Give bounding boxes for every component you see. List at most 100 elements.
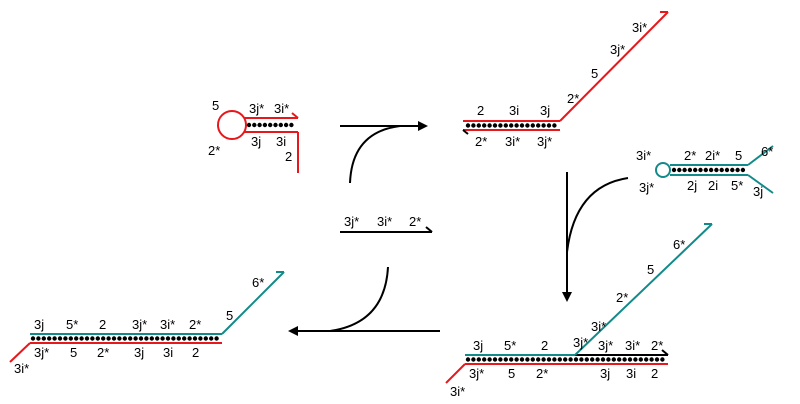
base-pair-dot [509,123,514,128]
complex-br-arm-3: 5 [647,262,654,277]
hairpin-h2: 3i* 3j* 2* 2i* 5 2j 2i 5* 6* 3j [636,144,774,199]
complex-br-bottom-2: 5 [508,366,515,381]
base-pair-dot [708,167,714,173]
complex-br-bottom-6: 2 [651,366,658,381]
base-pair-dot [536,357,541,362]
base-pair-dot [617,357,622,362]
base-pair-dot [514,123,519,128]
hairpin-h2-top-2: 2i* [705,148,720,163]
complex-br-bottom-5: 3i [626,366,636,381]
base-pair-dot [579,357,584,362]
opened-h1-arm-3: 3j* [610,42,625,57]
base-pair-dot [41,336,46,341]
base-pair-dot [198,336,203,341]
opened-h1-bottom-2: 3i* [505,134,520,149]
complex-br-black-arrow [661,349,669,356]
base-pair-dot [95,336,101,341]
base-pair-dot [600,357,606,362]
base-pair-dot [530,123,535,128]
hairpin-h2-bottom-2: 2i [708,178,718,193]
complex-bl: 3j 5* 2 3j* 3i* 2* 5 3j* 5 2* 3j 3i 2 3i… [9,271,285,376]
base-pair-dot [649,357,654,362]
base-pair-dot [735,167,740,173]
base-pair-dot [171,336,176,341]
base-pair-dot [476,357,481,362]
hairpin-h2-tail-bottom [747,174,774,194]
opened-h1-bottom-1: 2* [475,134,487,149]
complex-bl-bottom-5: 3i [163,345,173,360]
base-pair-dot [519,357,525,362]
complex-bl-top-3: 2 [99,317,106,332]
complex-br-bonds [465,357,665,362]
base-pair-dot [525,357,530,362]
complex-bl-bonds [30,336,219,341]
base-pair-dot [595,357,600,362]
hairpin-h1-bottom-1: 3j [251,134,261,149]
base-pair-dot [606,357,611,362]
hairpin-h2-loop [655,162,671,178]
base-pair-dot [714,167,719,173]
opened-h1-arm-4: 3i* [632,20,647,35]
base-pair-dot [492,123,498,128]
complex-bl-top-7: 5 [226,308,233,323]
complex-bl-top-1: 3j [34,317,44,332]
base-pair-dot [122,336,128,341]
complex-bl-top-5: 3i* [160,317,175,332]
base-pair-dot [546,123,552,128]
complex-br-teal-arm [574,223,713,356]
base-pair-dot [509,357,514,362]
opened-h1-top-3: 3j [540,103,550,118]
base-pair-dot [289,122,294,128]
complex-bl-top-2: 5* [66,317,78,332]
base-pair-dot [482,357,487,362]
base-pair-dot [687,167,693,173]
complex-br-tail-label: 3i* [450,384,465,399]
opened-h1: 2 3i 3j 2* 3i* 3j* 2* 5 3j* 3i* [462,11,669,149]
base-pair-dot [133,336,138,341]
base-pair-dot [84,336,90,341]
complex-br-top-7: 2* [651,338,663,353]
opened-h1-arm [559,11,669,122]
base-pair-dot [63,336,68,341]
base-pair-dot [471,123,476,128]
base-pair-dot [155,336,160,341]
base-pair-dot [740,167,746,173]
base-pair-dot [465,357,471,362]
base-pair-dot [278,122,283,128]
base-pair-dot [176,336,181,341]
base-pair-dot [149,336,154,341]
base-pair-dot [471,357,476,362]
complex-br-bottom-3: 2* [536,366,548,381]
base-pair-dot [79,336,84,341]
hairpin-h2-bottom-3: 5* [731,178,743,193]
hairpin-h1-arrow [291,112,299,119]
base-pair-dot [530,357,535,362]
base-pair-dot [74,336,79,341]
base-pair-dot [503,123,508,128]
hairpin-h1-top-2: 3i* [274,101,289,116]
base-pair-dot [584,357,589,362]
complex-bl-bottom-4: 3j [134,345,144,360]
hairpin-h1-loop-label: 5 [212,98,219,113]
base-pair-dot [268,122,273,128]
base-pair-dot [514,357,519,362]
base-pair-dot [138,336,144,341]
base-pair-dot [165,336,171,341]
complex-br-top-2: 5* [504,338,516,353]
base-pair-dot [257,122,262,128]
complex-br-top-3: 2 [541,338,548,353]
base-pair-dot [187,336,192,341]
base-pair-dot [552,123,557,128]
base-pair-dot [703,167,708,173]
initiator: 3j* 3i* 2* [340,214,433,233]
base-pair-dot [719,167,724,173]
complex-bl-bottom-2: 5 [70,345,77,360]
hairpin-h2-tail-bottom-label: 3j [753,184,763,199]
complex-bl-top-6: 2* [189,317,201,332]
hairpin-h1-tail-label: 2 [285,149,292,164]
base-pair-dot [476,123,481,128]
complex-br-top-5: 3j* [598,338,613,353]
complex-br-bottom-4: 3j [600,366,610,381]
base-pair-dot [209,336,214,341]
hairpin-h2-bonds [671,167,746,173]
